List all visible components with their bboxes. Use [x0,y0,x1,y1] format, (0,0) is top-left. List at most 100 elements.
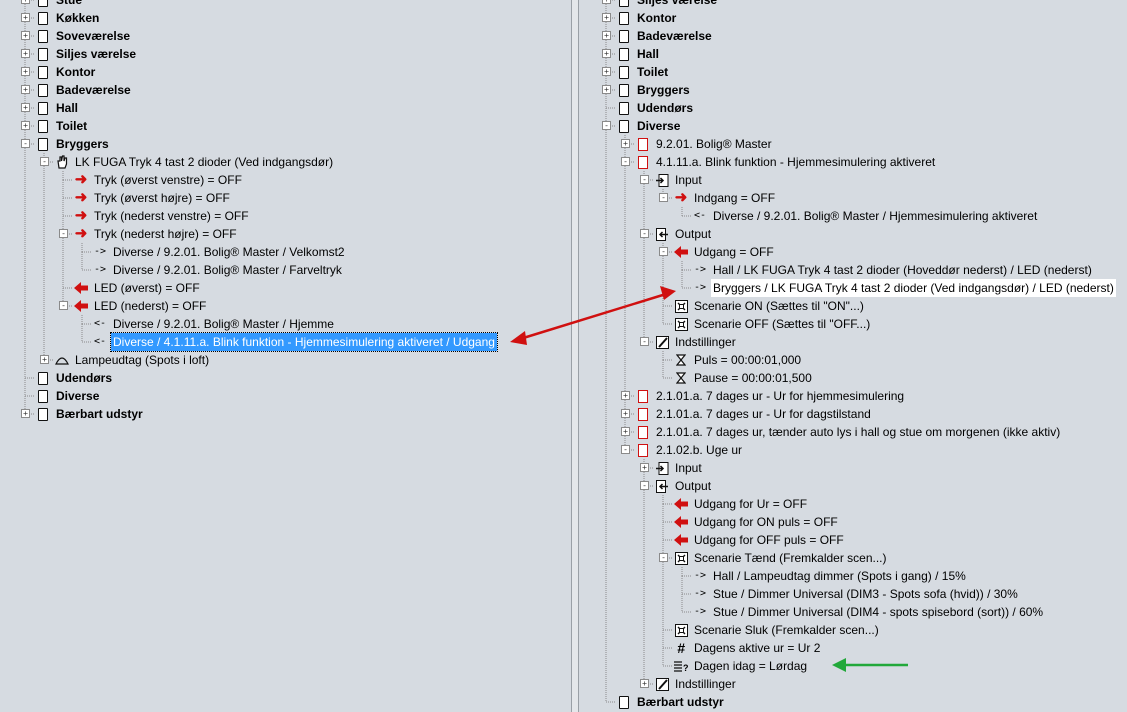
expand-toggle[interactable]: + [602,31,611,40]
tree-node[interactable]: -4.1.11.a. Blink funktion - Hjemmesimule… [579,153,1127,171]
collapse-toggle[interactable]: - [640,175,649,184]
tree-node-label[interactable]: Stue [56,0,83,7]
tree-node[interactable]: <-Diverse / 4.1.11.a. Blink funktion - H… [0,332,571,352]
tree-node[interactable]: +Siljes værelse [579,0,1127,9]
tree-node-label[interactable]: Scenarie ON (Sættes til "ON"...) [694,299,864,313]
tree-node[interactable]: ➜Tryk (nederst venstre) = OFF [0,207,571,225]
collapse-toggle[interactable]: - [621,157,630,166]
tree-node[interactable]: #Dagens aktive ur = Ur 2 [579,639,1127,657]
expand-toggle[interactable]: + [621,391,630,400]
tree-node[interactable]: ->Hall / Lampeudtag dimmer (Spots i gang… [579,567,1127,585]
expand-toggle[interactable]: + [640,463,649,472]
expand-toggle[interactable]: + [621,139,630,148]
tree-node-label[interactable]: Diverse / 9.2.01. Bolig® Master / Farvel… [113,263,342,277]
tree-node-label[interactable]: LK FUGA Tryk 4 tast 2 dioder (Ved indgan… [75,155,334,169]
tree-node[interactable]: -Output [579,225,1127,243]
tree-node-label[interactable]: Pause = 00:00:01,500 [694,371,812,385]
tree-node[interactable]: - LED (nederst) = OFF [0,297,571,315]
tree-node[interactable]: +2.1.01.a. 7 dages ur - Ur for hjemmesim… [579,387,1127,405]
tree-node-label[interactable]: Output [675,479,712,493]
tree-node[interactable]: +Hall [0,99,571,117]
collapse-toggle[interactable]: - [21,139,30,148]
expand-toggle[interactable]: + [21,49,30,58]
tree-node[interactable]: -➜Indgang = OFF [579,189,1127,207]
tree-node[interactable]: +Kontor [579,9,1127,27]
tree-node[interactable]: -Diverse [579,117,1127,135]
tree-node-label[interactable]: Køkken [56,11,100,25]
expand-toggle[interactable]: + [640,679,649,688]
tree-node[interactable]: LED (øverst) = OFF [0,279,571,297]
collapse-toggle[interactable]: - [659,553,668,562]
left-tree-pane[interactable]: +Stue+Køkken+Soveværelse+Siljes værelse+… [0,0,571,712]
tree-node-label[interactable]: Hall [637,47,660,61]
tree-node[interactable]: ->Stue / Dimmer Universal (DIM3 - Spots … [579,585,1127,603]
expand-toggle[interactable]: + [21,13,30,22]
tree-node[interactable]: +Badeværelse [579,27,1127,45]
tree-node-label[interactable]: Badeværelse [56,83,131,97]
tree-node-label[interactable]: 9.2.01. Bolig® Master [656,137,772,151]
expand-toggle[interactable]: + [40,355,49,364]
tree-node[interactable]: + Lampeudtag (Spots i loft) [0,351,571,369]
tree-node-label[interactable]: Kontor [637,11,677,25]
tree-node[interactable]: Udendørs [579,99,1127,117]
tree-node-label[interactable]: Diverse / 9.2.01. Bolig® Master / Hjemme… [713,209,1038,223]
tree-node[interactable]: - LK FUGA Tryk 4 tast 2 dioder (Ved indga… [0,153,571,171]
collapse-toggle[interactable]: - [640,337,649,346]
tree-node[interactable]: - Scenarie Tænd (Fremkalder scen...) [579,549,1127,567]
collapse-toggle[interactable]: - [59,301,68,310]
tree-node-label[interactable]: Bryggers [56,137,109,151]
tree-node[interactable]: - Output [579,477,1127,495]
tree-node-label[interactable]: 2.1.01.a. 7 dages ur, tænder auto lys i … [656,425,1061,439]
tree-node[interactable]: Puls = 00:00:01,000 [579,351,1127,369]
tree-node[interactable]: ->Stue / Dimmer Universal (DIM4 - spots … [579,603,1127,621]
expand-toggle[interactable]: + [21,103,30,112]
tree-node[interactable]: + Kontor [0,63,571,81]
tree-node[interactable]: + Bryggers [579,81,1127,99]
tree-node-label[interactable]: LED (øverst) = OFF [94,281,200,295]
tree-node-label[interactable]: Hall / Lampeudtag dimmer (Spots i gang) … [713,569,966,583]
tree-node[interactable]: +Bærbart udstyr [0,405,571,423]
tree-node[interactable]: +2.1.01.a. 7 dages ur, tænder auto lys i… [579,423,1127,441]
expand-toggle[interactable]: + [21,409,30,418]
expand-toggle[interactable]: + [21,67,30,76]
tree-node-label[interactable]: Lampeudtag (Spots i loft) [75,353,210,367]
tree-node[interactable]: Udendørs [0,369,571,387]
tree-node-label[interactable]: Tryk (nederst højre) = OFF [94,227,237,241]
expand-toggle[interactable]: + [21,0,30,4]
collapse-toggle[interactable]: - [40,157,49,166]
tree-node[interactable]: <-Diverse / 9.2.01. Bolig® Master / Hjem… [0,315,571,333]
tree-node-label[interactable]: Bryggers / LK FUGA Tryk 4 tast 2 dioder … [711,279,1116,297]
tree-node-label[interactable]: Indstillinger [675,335,736,349]
tree-node-label[interactable]: LED (nederst) = OFF [94,299,207,313]
tree-node-label[interactable]: Output [675,227,712,241]
tree-node-label[interactable]: Udgang = OFF [694,245,774,259]
tree-node-label[interactable]: Indgang = OFF [694,191,776,205]
expand-toggle[interactable]: + [602,67,611,76]
collapse-toggle[interactable]: - [621,445,630,454]
tree-node[interactable]: ➜Tryk (øverst venstre) = OFF [0,171,571,189]
tree-node[interactable]: -Input [579,171,1127,189]
tree-node-label[interactable]: Stue / Dimmer Universal (DIM3 - Spots so… [713,587,1018,601]
tree-node-label[interactable]: Kontor [56,65,96,79]
tree-node[interactable]: ?Dagen idag = Lørdag [579,657,1127,675]
collapse-toggle[interactable]: - [640,481,649,490]
tree-node-label[interactable]: Siljes værelse [637,0,718,7]
tree-node-label[interactable]: Diverse / 9.2.01. Bolig® Master / Velkom… [113,245,345,259]
tree-node[interactable]: Diverse [0,387,571,405]
tree-node[interactable]: - Indstillinger [579,333,1127,351]
tree-node[interactable]: - Bryggers [0,135,571,153]
tree-node-label[interactable]: Hall / LK FUGA Tryk 4 tast 2 dioder (Hov… [713,263,1092,277]
tree-node[interactable]: ➜Tryk (øverst højre) = OFF [0,189,571,207]
tree-node-label[interactable]: Dagens aktive ur = Ur 2 [694,641,821,655]
tree-node[interactable]: + Stue [0,0,571,9]
tree-node-label[interactable]: Diverse / 4.1.11.a. Blink funktion - Hje… [110,332,498,352]
tree-node[interactable]: Udgang for Ur = OFF [579,495,1127,513]
expand-toggle[interactable]: + [602,85,611,94]
tree-node-label[interactable]: Scenarie Tænd (Fremkalder scen...) [694,551,887,565]
tree-node[interactable]: <-Diverse / 9.2.01. Bolig® Master / Hjem… [579,207,1127,225]
tree-node-label[interactable]: Bryggers [637,83,690,97]
tree-node[interactable]: -➜Tryk (nederst højre) = OFF [0,225,571,243]
tree-node-label[interactable]: Bærbart udstyr [637,695,724,709]
tree-node-label[interactable]: Udendørs [637,101,694,115]
tree-node[interactable]: ->Diverse / 9.2.01. Bolig® Master / Farv… [0,261,571,279]
